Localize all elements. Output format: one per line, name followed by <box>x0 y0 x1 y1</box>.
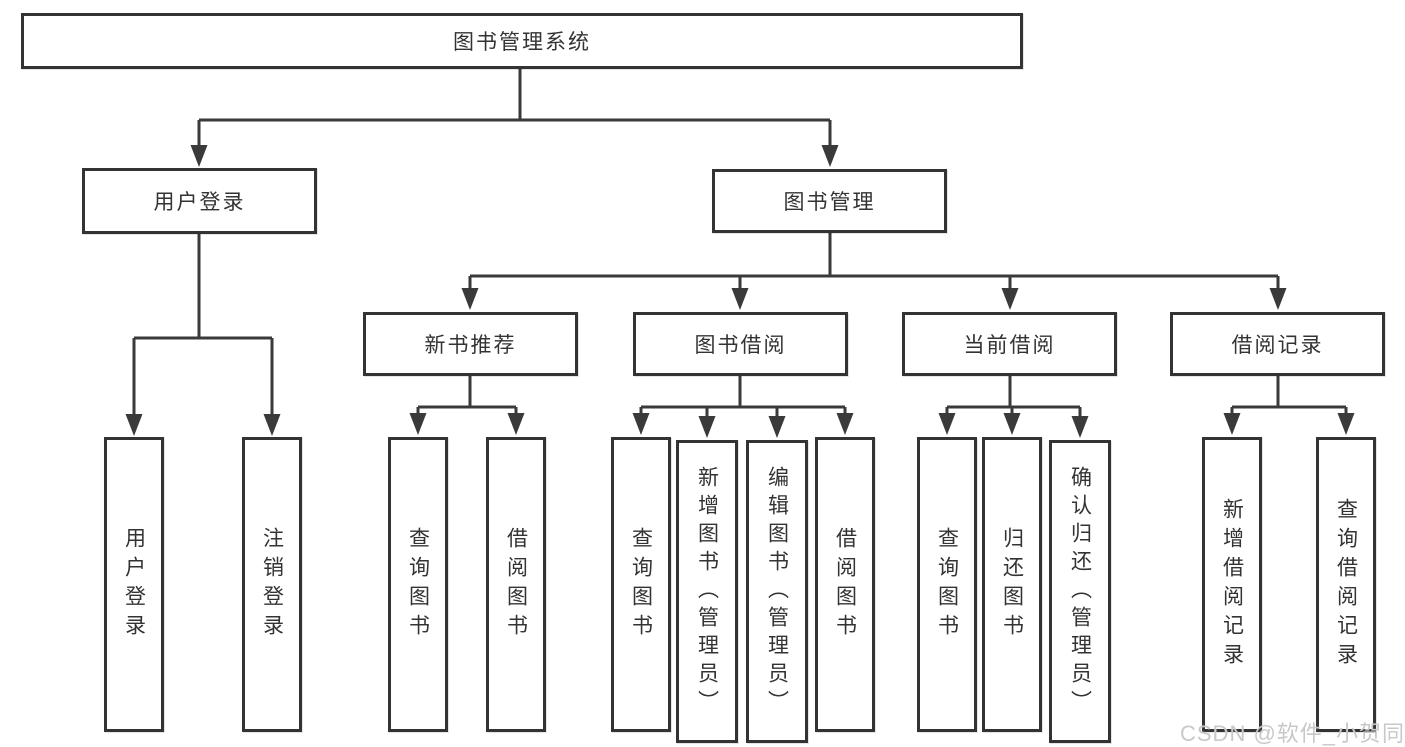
edge-current-borrow <box>945 376 1082 417</box>
arrowhead-borrow-records-children <box>1223 413 1355 435</box>
leaf-add-books-admin: 新增图书（管理员） <box>676 440 738 743</box>
leaf-query-borrow-record-label: 查询借阅记录 <box>1334 497 1358 672</box>
node-book-borrow: 图书借阅 <box>633 312 848 376</box>
edge-user-login <box>132 233 274 415</box>
leaf-query-books-borrow: 查询图书 <box>611 437 671 732</box>
leaf-add-borrow-record: 新增借阅记录 <box>1202 437 1262 732</box>
arrowhead-new-book-recommend-children <box>409 413 525 435</box>
leaf-add-books-admin-label: 新增图书（管理员） <box>695 465 719 718</box>
csdn-watermark: CSDN @软件_小贺同学 <box>1180 721 1405 746</box>
leaf-edit-books-admin: 编辑图书（管理员） <box>746 440 808 743</box>
edge-book-management <box>468 233 1280 290</box>
arrowhead-current-borrow-children <box>938 413 1089 438</box>
leaf-logout-label: 注销登录 <box>260 526 284 643</box>
node-book-management-label: 图书管理 <box>783 191 876 214</box>
leaf-logout: 注销登录 <box>242 437 302 732</box>
leaf-confirm-return-admin: 确认归还（管理员） <box>1049 440 1111 743</box>
leaf-return-books: 归还图书 <box>982 437 1042 732</box>
leaf-borrow-books-borrow: 借阅图书 <box>815 437 875 732</box>
arrowhead-book-management-children <box>461 288 1287 310</box>
leaf-borrow-books-recommend-label: 借阅图书 <box>504 526 528 643</box>
node-new-book-recommend: 新书推荐 <box>363 312 578 376</box>
leaf-return-books-label: 归还图书 <box>1000 526 1024 643</box>
node-root-system-label: 图书管理系统 <box>453 31 591 54</box>
node-current-borrow-label: 当前借阅 <box>963 334 1056 357</box>
arrowhead-root-children <box>190 145 839 167</box>
arrowhead-user-login-children <box>125 414 281 436</box>
leaf-query-books-recommend: 查询图书 <box>388 437 448 732</box>
node-user-login-label: 用户登录 <box>153 191 246 214</box>
node-user-login: 用户登录 <box>82 168 317 234</box>
leaf-user-login: 用户登录 <box>104 437 164 732</box>
leaf-query-books-current-label: 查询图书 <box>935 526 959 643</box>
node-borrow-records: 借阅记录 <box>1170 312 1385 376</box>
arrowhead-book-borrow-children <box>632 413 854 438</box>
leaf-query-borrow-record: 查询借阅记录 <box>1316 437 1376 732</box>
leaf-borrow-books-borrow-label: 借阅图书 <box>833 526 857 643</box>
edge-root <box>197 68 832 146</box>
node-book-management: 图书管理 <box>712 169 947 233</box>
leaf-query-books-recommend-label: 查询图书 <box>406 526 430 643</box>
node-borrow-records-label: 借阅记录 <box>1231 334 1324 357</box>
leaf-user-login-label: 用户登录 <box>122 526 146 643</box>
node-current-borrow: 当前借阅 <box>902 312 1117 376</box>
node-book-borrow-label: 图书借阅 <box>694 334 787 357</box>
edge-new-book-recommend <box>416 376 518 414</box>
leaf-query-books-current: 查询图书 <box>917 437 977 732</box>
leaf-query-books-borrow-label: 查询图书 <box>629 526 653 643</box>
leaf-edit-books-admin-label: 编辑图书（管理员） <box>765 465 789 718</box>
leaf-add-borrow-record-label: 新增借阅记录 <box>1220 497 1244 672</box>
node-root-system: 图书管理系统 <box>21 13 1023 69</box>
leaf-confirm-return-admin-label: 确认归还（管理员） <box>1068 465 1092 718</box>
node-new-book-recommend-label: 新书推荐 <box>424 334 517 357</box>
edge-book-borrow <box>639 376 847 417</box>
leaf-borrow-books-recommend: 借阅图书 <box>486 437 546 732</box>
edge-borrow-records <box>1230 376 1348 414</box>
